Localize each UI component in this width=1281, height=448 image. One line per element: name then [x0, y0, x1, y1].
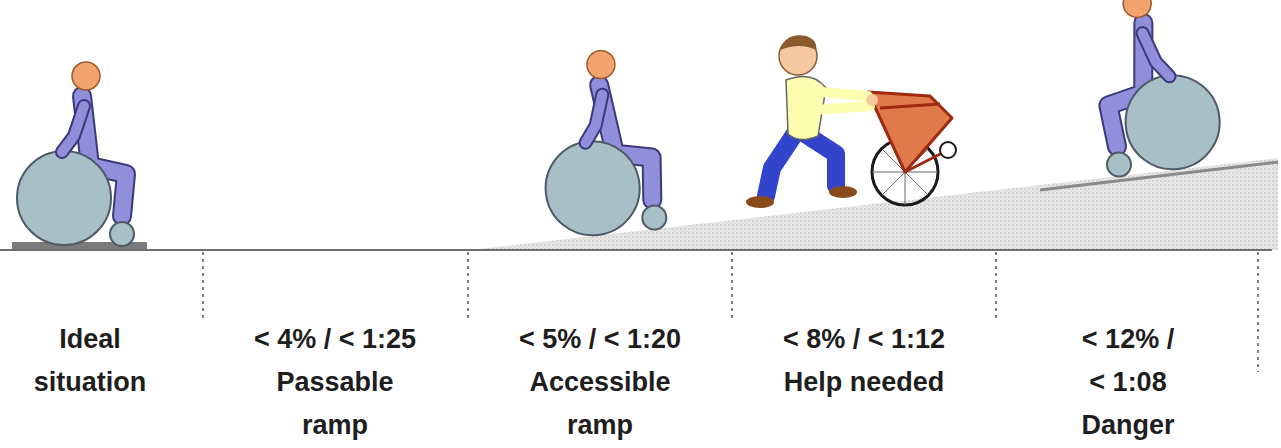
column-label: Help needed [739, 361, 989, 404]
chair-frame [880, 104, 948, 172]
chair-caster [940, 142, 956, 158]
wheelchair-user [1088, 0, 1225, 178]
baseline [0, 249, 1272, 251]
helper-leg [766, 132, 796, 196]
column-label: < 12% / < 1:08 [1072, 318, 1184, 404]
column-label: < 5% / < 1:20 [475, 318, 725, 361]
helper-leg [802, 132, 836, 186]
column-label: < 8% / < 1:12 [739, 318, 989, 361]
wheelchair-user [17, 62, 134, 246]
helper-shoe [829, 186, 857, 198]
column-label: Danger [1028, 404, 1228, 447]
column-label: Passable ramp [260, 361, 410, 447]
helper-shoe [746, 196, 774, 208]
column-label: Ideal situation [20, 318, 160, 404]
divider-line [202, 252, 204, 320]
divider-line [467, 252, 469, 320]
divider-line [995, 252, 997, 320]
helper-arm [814, 92, 870, 110]
divider-line [1257, 252, 1259, 372]
helper-hair [780, 35, 816, 50]
column-label: < 4% / < 1:25 [210, 318, 460, 361]
wheelchair-user [531, 45, 668, 241]
chair-frame [868, 92, 952, 172]
helper-pushing-chair [746, 35, 956, 208]
divider-line [731, 252, 733, 320]
helper-hand [866, 94, 878, 106]
column-label: Accessible ramp [515, 361, 685, 447]
